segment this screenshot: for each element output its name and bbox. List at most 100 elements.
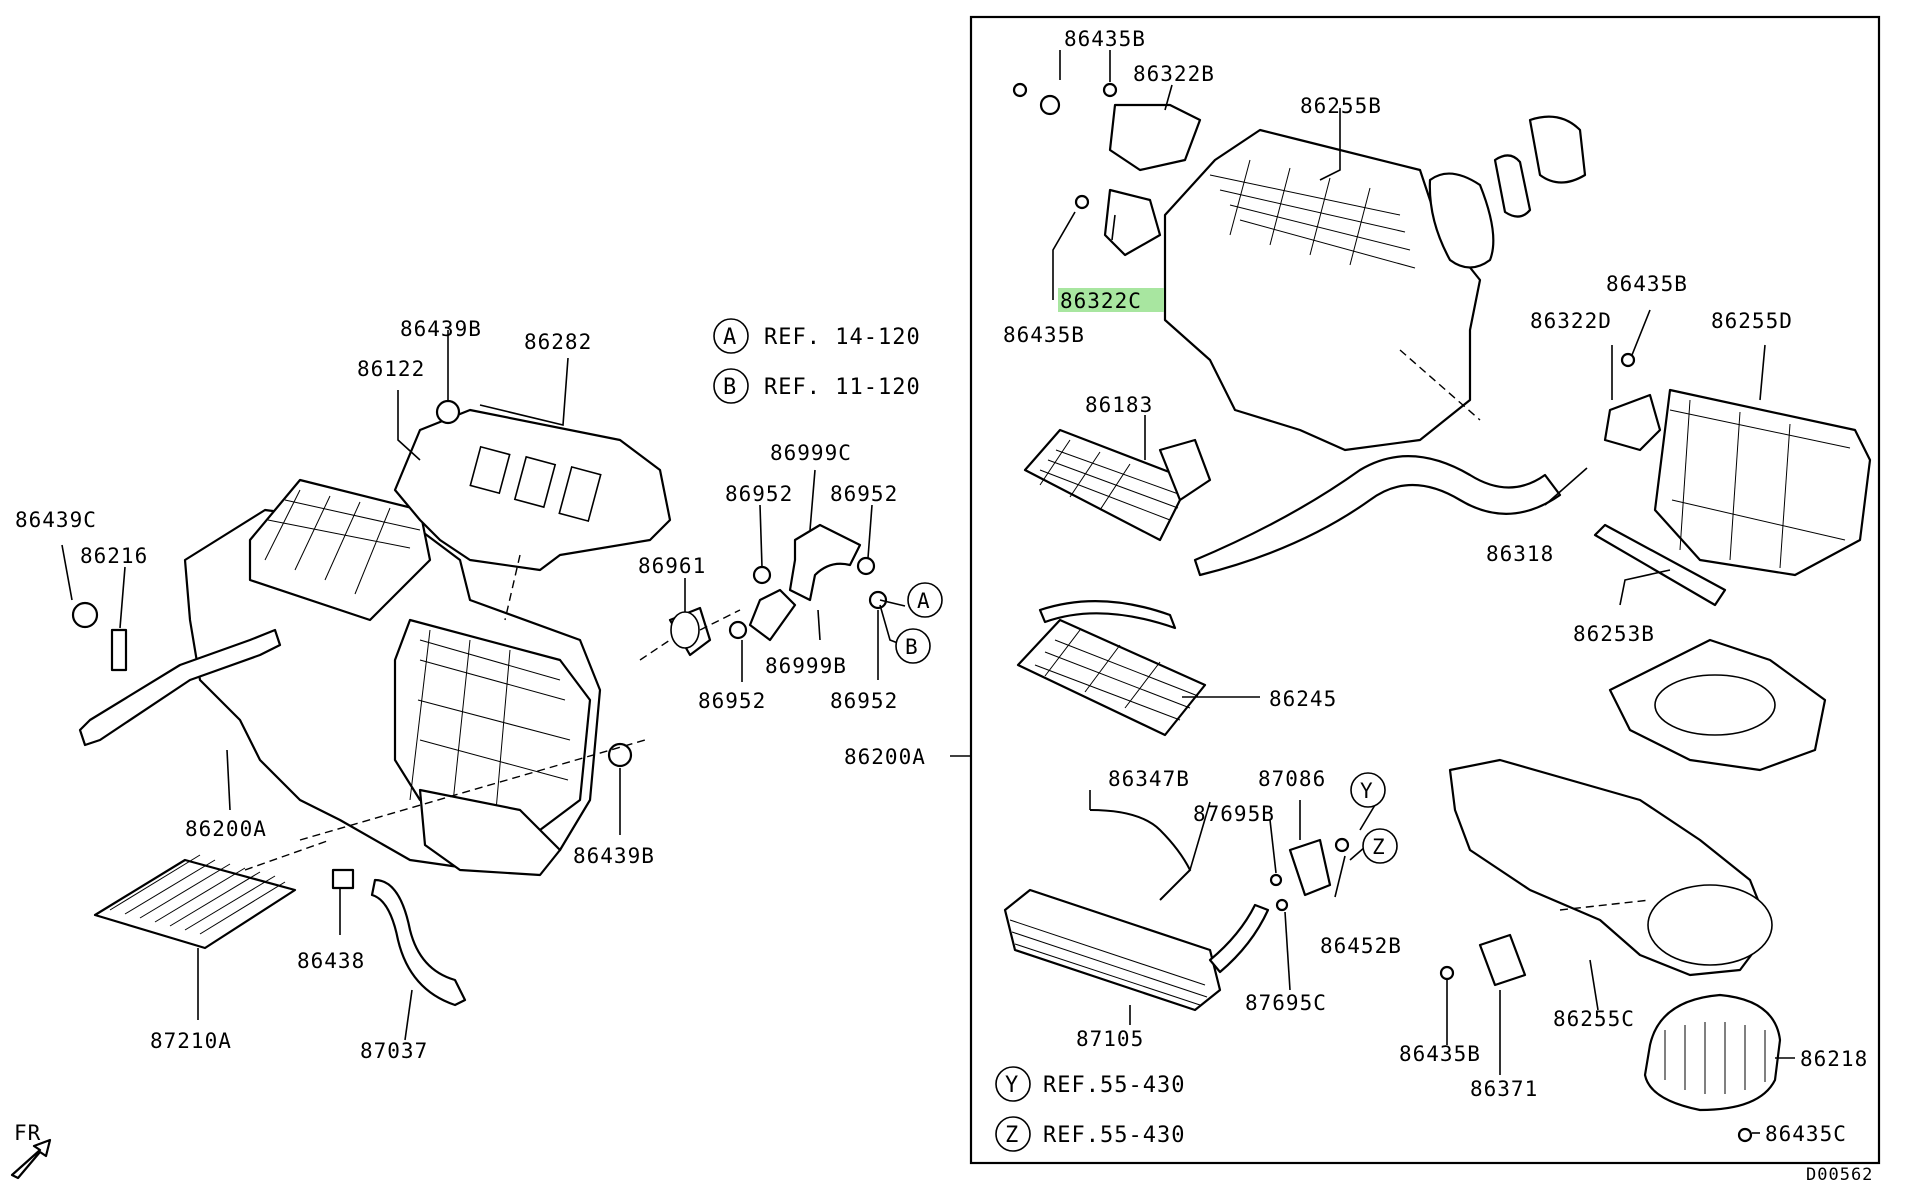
connector-A-letter: A xyxy=(917,589,931,613)
left-labels: 86439B 86282 86122 86439C 86216 86200A 8… xyxy=(15,317,655,1063)
screw-86435B-3 xyxy=(1074,194,1090,210)
label-86282: 86282 xyxy=(524,330,592,354)
label-86322C[interactable]: 86322C xyxy=(1060,289,1142,313)
oring-87695B xyxy=(1269,873,1283,887)
label-87695C: 87695C xyxy=(1245,991,1327,1015)
label-86122: 86122 xyxy=(357,357,425,381)
heater-grille-lines xyxy=(264,489,421,595)
label-86999B: 86999B xyxy=(765,654,847,678)
connector-Z-circle xyxy=(1362,828,1398,864)
clamp-86952-c xyxy=(728,620,748,640)
ref-Z-letter: Z xyxy=(1005,1123,1019,1148)
label-86452B: 86452B xyxy=(1320,934,1402,958)
left-leader-lines xyxy=(61,330,646,1041)
label-86318: 86318 xyxy=(1486,542,1554,566)
front-arrow xyxy=(10,1138,52,1180)
actuator-86322D xyxy=(1603,393,1662,452)
evaporator-sensor xyxy=(1158,438,1212,502)
label-86435C: 86435C xyxy=(1765,1122,1847,1146)
label-86218: 86218 xyxy=(1800,1047,1868,1071)
label-86255C: 86255C xyxy=(1553,1007,1635,1031)
ref-legend: A REF. 14-120 B REF. 11-120 Y REF.55-430… xyxy=(713,318,1185,1152)
label-86439B-top: 86439B xyxy=(400,317,482,341)
ref-B-circle xyxy=(713,368,749,404)
blower-motor-ribs xyxy=(1664,1022,1766,1094)
label-86439C: 86439C xyxy=(15,508,97,532)
evaporator-tube xyxy=(1208,903,1270,974)
right-leader-lines xyxy=(1052,50,1795,1134)
label-86322B: 86322B xyxy=(1133,62,1215,86)
blower-fan xyxy=(1654,674,1776,736)
front-label: FR xyxy=(14,1121,41,1145)
case-86255D-lines xyxy=(1669,399,1851,569)
label-86435B-2: 86435B xyxy=(1003,323,1085,347)
assembly-frame xyxy=(969,15,1881,1165)
blower-motor-86218 xyxy=(1643,993,1782,1112)
label-86435B-3: 86435B xyxy=(1606,272,1688,296)
rear-unit-assembly xyxy=(1003,82,1872,1143)
main-case-86255B xyxy=(1163,128,1482,452)
screw-86452B xyxy=(1334,837,1350,853)
heater-motor-case xyxy=(418,788,562,877)
seal-ring-top xyxy=(1528,115,1587,184)
label-86439B-bottom: 86439B xyxy=(573,844,655,868)
label-86245: 86245 xyxy=(1269,687,1337,711)
connector-B-circle xyxy=(895,628,931,664)
label-86200A: 86200A xyxy=(185,817,267,841)
fastener-86439B-bottom xyxy=(607,742,633,768)
fastener-86439C xyxy=(71,601,99,629)
label-86371: 86371 xyxy=(1470,1077,1538,1101)
ref-A-text: REF. 14-120 xyxy=(764,325,921,350)
case-86255D xyxy=(1653,388,1872,577)
evaporator-87105-fins xyxy=(1009,919,1208,1006)
heater-top-grille xyxy=(248,478,432,622)
label-86952-a: 86952 xyxy=(725,482,793,506)
label-86200A-box: 86200A xyxy=(844,745,926,769)
clamp-86952-a xyxy=(752,565,772,585)
screw-86435B-2 xyxy=(1102,82,1118,98)
sensor-87086 xyxy=(1288,838,1332,897)
blower-drum-ribs xyxy=(409,629,571,823)
label-86253B: 86253B xyxy=(1573,622,1655,646)
ref-Y-circle xyxy=(995,1066,1031,1102)
actuator-86322C xyxy=(1103,188,1162,257)
label-86435B-1: 86435B xyxy=(1064,27,1146,51)
clamp-86952-b xyxy=(856,556,876,576)
label-86216: 86216 xyxy=(80,544,148,568)
ref-Z-circle xyxy=(995,1116,1031,1152)
ref-Y-text: REF.55-430 xyxy=(1043,1073,1185,1098)
connector-Z-letter: Z xyxy=(1372,835,1386,859)
screw-86435C xyxy=(1737,1127,1753,1143)
label-86999C: 86999C xyxy=(770,441,852,465)
label-86435B-4: 86435B xyxy=(1399,1042,1481,1066)
label-86183: 86183 xyxy=(1085,393,1153,417)
fastener-86439B-top xyxy=(435,399,461,425)
actuator-86322B xyxy=(1108,103,1202,172)
label-87210A: 87210A xyxy=(150,1029,232,1053)
ref-Z-text: REF.55-430 xyxy=(1043,1123,1185,1148)
cover-slots xyxy=(469,445,602,523)
connector-Y-circle xyxy=(1350,772,1386,808)
heater-core-tube xyxy=(1038,600,1177,630)
resistor-86371 xyxy=(1478,933,1527,987)
main-case-grille xyxy=(1209,159,1416,269)
label-86255B: 86255B xyxy=(1300,94,1382,118)
pipe-86999B xyxy=(748,588,797,642)
filter-86253B xyxy=(1593,523,1727,607)
diagram-id: D00562 xyxy=(1806,1165,1873,1185)
seal-ring-large xyxy=(1428,172,1495,269)
mid-labels: 86999C 86952 86952 86961 86999B 86952 86… xyxy=(638,441,926,769)
ref-A-circle xyxy=(713,318,749,354)
screw-86435B-1 xyxy=(1012,82,1028,98)
label-86952-d: 86952 xyxy=(830,689,898,713)
highlight-86322C xyxy=(1058,288,1164,312)
heater-pipe xyxy=(78,628,282,747)
label-87086: 87086 xyxy=(1258,767,1326,791)
bracket-86216 xyxy=(110,628,128,672)
connector-A-circle xyxy=(907,582,943,618)
mid-pipe-assembly xyxy=(639,469,972,757)
label-87695B: 87695B xyxy=(1193,802,1275,826)
clamp-86952-d xyxy=(868,590,888,610)
right-labels: 86435B 86322B 86255B 86322C 86435B 86435… xyxy=(1003,27,1868,1146)
